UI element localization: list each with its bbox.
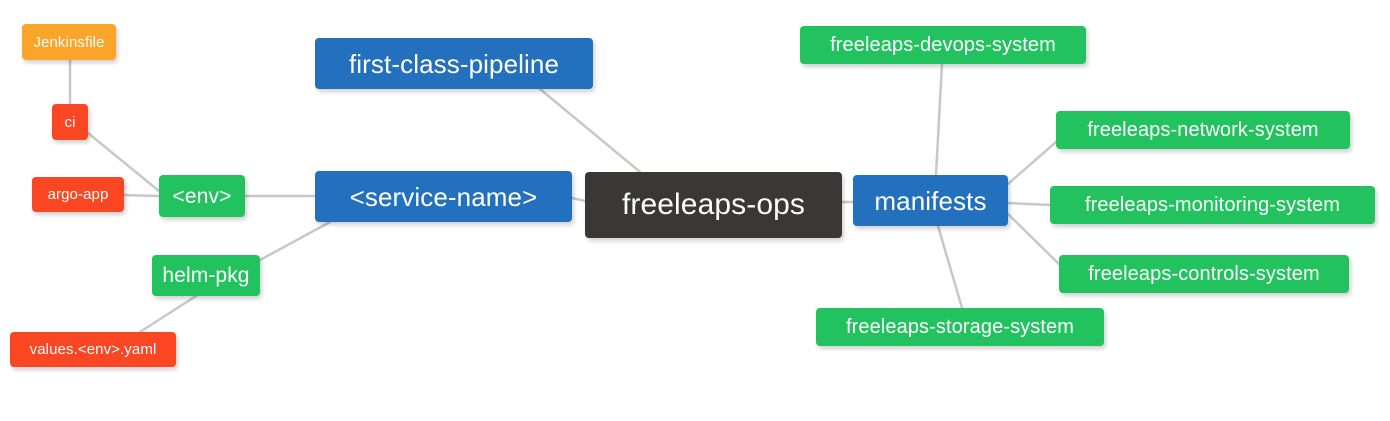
link-manifests-network [1006,140,1058,186]
node-service-name[interactable]: <service-name> [315,171,572,222]
node-jenkinsfile[interactable]: Jenkinsfile [22,24,116,60]
node-label-storage-system: freeleaps-storage-system [845,316,1075,338]
link-service-ops [570,196,587,203]
link-values-helm [138,294,198,334]
node-label-argo-app: argo-app [47,186,109,203]
link-argo-env [122,193,161,198]
node-label-env: <env> [172,184,232,208]
link-manifests-devops [934,62,944,177]
node-label-network-system: freeleaps-network-system [1087,119,1319,141]
node-freeleaps-ops[interactable]: freeleaps-ops [585,172,842,238]
node-network-system[interactable]: freeleaps-network-system [1056,111,1350,149]
node-label-first-class-pipeline: first-class-pipeline [348,48,560,79]
node-devops-system[interactable]: freeleaps-devops-system [800,26,1086,64]
node-label-helm-pkg: helm-pkg [162,264,250,287]
node-label-ci: ci [64,113,76,131]
node-argo-app[interactable]: argo-app [32,177,124,212]
node-controls-system[interactable]: freeleaps-controls-system [1059,255,1349,293]
node-ci[interactable]: ci [52,104,88,140]
node-label-controls-system: freeleaps-controls-system [1088,263,1320,285]
node-label-service-name: <service-name> [349,181,538,212]
node-storage-system[interactable]: freeleaps-storage-system [816,308,1104,346]
node-label-values-yaml: values.<env>.yaml [29,341,157,358]
node-label-jenkinsfile: Jenkinsfile [33,33,105,51]
link-manifests-storage [936,224,964,310]
node-monitoring-system[interactable]: freeleaps-monitoring-system [1050,186,1375,224]
node-label-manifests: manifests [874,185,987,216]
node-label-freeleaps-ops: freeleaps-ops [621,188,806,221]
node-label-monitoring-system: freeleaps-monitoring-system [1084,194,1340,216]
link-helm-service [258,220,332,262]
node-values-yaml[interactable]: values.<env>.yaml [10,332,176,367]
node-manifests[interactable]: manifests [853,175,1008,226]
node-label-devops-system: freeleaps-devops-system [830,34,1056,56]
node-helm-pkg[interactable]: helm-pkg [152,255,260,296]
node-first-class-pipeline[interactable]: first-class-pipeline [315,38,593,89]
node-env[interactable]: <env> [159,175,245,217]
link-manifests-monitoring [1006,201,1052,207]
link-pipeline-ops [538,87,642,174]
